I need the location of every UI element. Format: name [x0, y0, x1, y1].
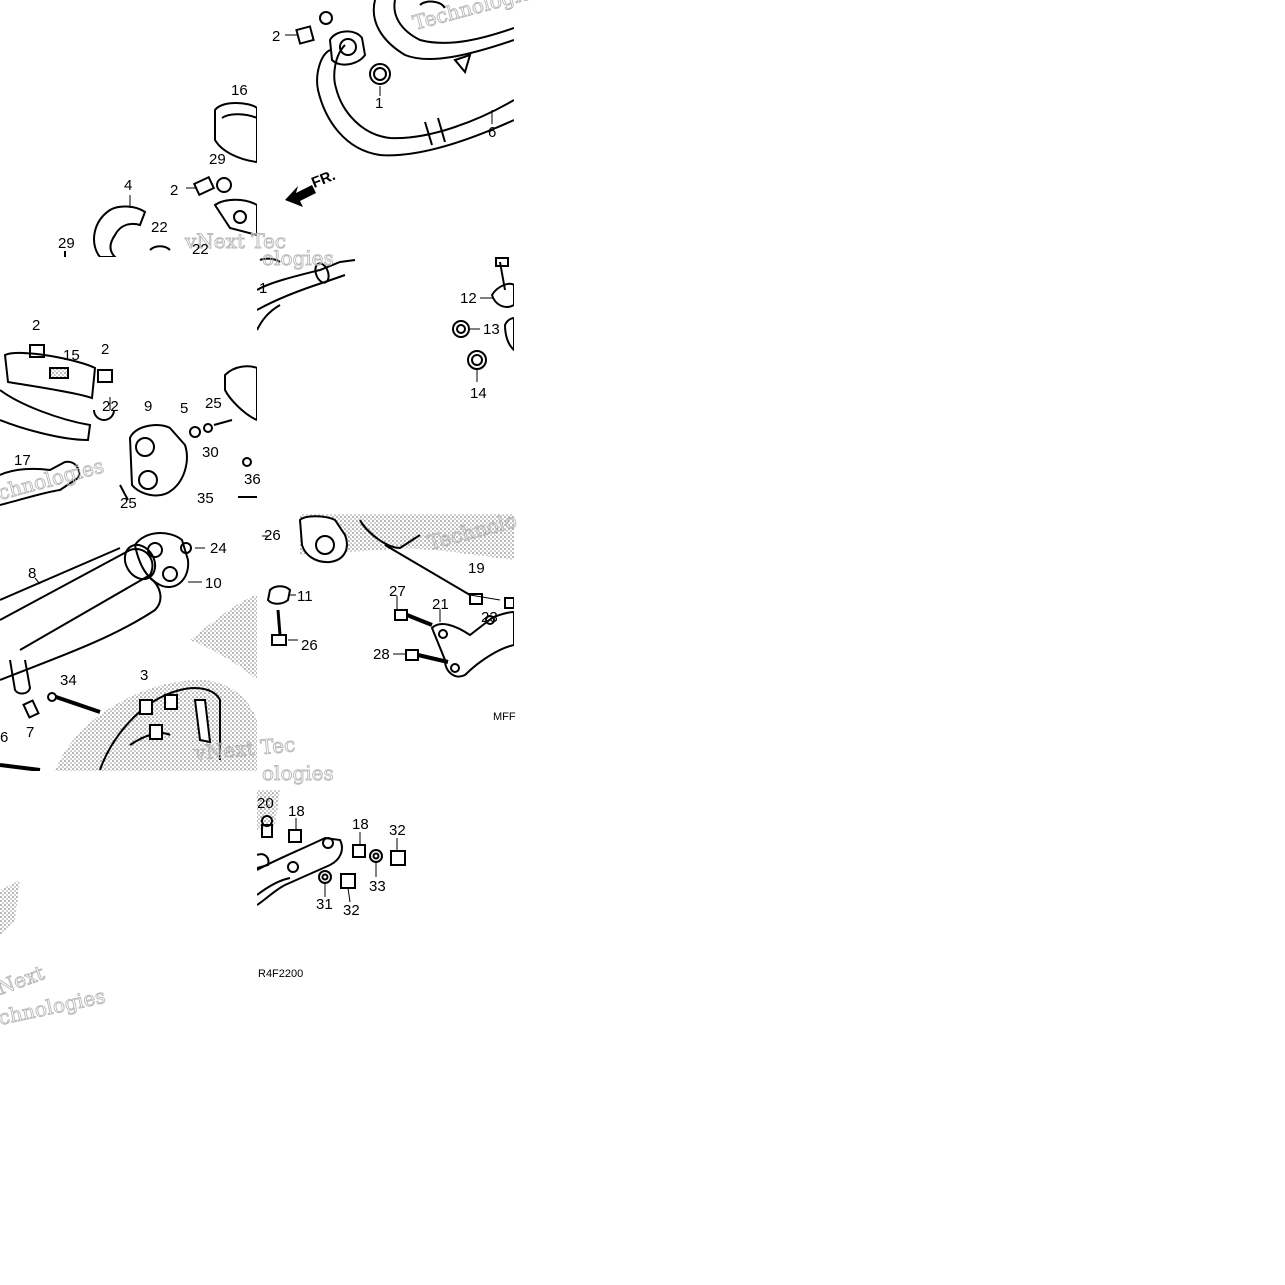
tile-exhaust-pipe-front [285, 0, 514, 157]
watermark-text: Technologies [410, 0, 544, 35]
part-label: 27 [389, 583, 406, 600]
part-label: 30 [202, 444, 219, 461]
tile-muffler-and-gasket [0, 532, 257, 771]
part-label: 2 [101, 341, 109, 358]
watermark-text: ologies [262, 246, 334, 270]
drawing-code-partial: MFF [493, 711, 516, 723]
part-label: 10 [205, 575, 222, 592]
part-label: 28 [373, 646, 390, 663]
watermark-text: ologies [262, 761, 334, 785]
part-label: 34 [60, 672, 77, 689]
tile-stay-and-nuts [257, 790, 406, 906]
part-label: 31 [316, 896, 333, 913]
part-label: 19 [468, 560, 485, 577]
tile-heat-shield-left [64, 102, 257, 257]
front-direction-arrow: FR. [285, 167, 338, 207]
part-label: 14 [470, 385, 487, 402]
part-label: 12 [460, 290, 477, 307]
part-label: 25 [205, 395, 222, 412]
part-label: 2 [272, 28, 280, 45]
part-label: 29 [209, 151, 226, 168]
part-label: 5 [180, 400, 188, 417]
part-label: 2 [32, 317, 40, 334]
part-label: 16 [231, 82, 248, 99]
part-label: 22 [102, 398, 119, 415]
part-label: 22 [151, 219, 168, 236]
part-label: 32 [389, 822, 406, 839]
part-label: 4 [124, 177, 132, 194]
part-label: 18 [288, 803, 305, 820]
drawing-code-partial: R4F2200 [258, 968, 303, 980]
part-label: 35 [197, 490, 214, 507]
part-label: 29 [58, 235, 75, 252]
part-label: 17 [14, 452, 31, 469]
part-label: 15 [63, 347, 80, 364]
tile-bracket-and-bolts [262, 514, 514, 678]
part-label: 3 [140, 667, 148, 684]
part-label: 32 [343, 902, 360, 919]
tile-protector-and-flange [0, 344, 257, 506]
part-label: 9 [144, 398, 152, 415]
watermark-text: vNext Tec [184, 229, 286, 253]
part-label: 11 [297, 588, 313, 605]
part-label: 36 [244, 471, 261, 488]
watermark-text: Next [0, 961, 47, 1000]
part-label: 6 [488, 124, 496, 141]
part-label: 23 [481, 609, 498, 626]
part-label: 7 [26, 724, 34, 741]
part-label: 26 [264, 527, 281, 544]
tile-muffler-tail [0, 880, 20, 935]
part-label: 22 [192, 241, 209, 258]
part-label: 1 [375, 95, 383, 112]
direction-marker-text: FR. [309, 167, 338, 192]
part-label-layer: 2 1 6 16 29 2 4 22 22 29 1 12 13 14 2 15… [0, 28, 500, 919]
part-label: 8 [28, 565, 36, 582]
part-label: 18 [352, 816, 369, 833]
part-label: 25 [120, 495, 137, 512]
tile-mid-pipe-and-collars [257, 257, 514, 382]
part-label: 21 [432, 596, 449, 613]
part-label: 2 [170, 182, 178, 199]
part-label: 6 [0, 729, 8, 746]
part-label: 20 [257, 795, 274, 812]
part-label: 1 [259, 280, 267, 297]
part-label: 26 [301, 637, 318, 654]
part-label: 33 [369, 878, 386, 895]
part-label: 24 [210, 540, 227, 557]
part-label: 13 [483, 321, 500, 338]
